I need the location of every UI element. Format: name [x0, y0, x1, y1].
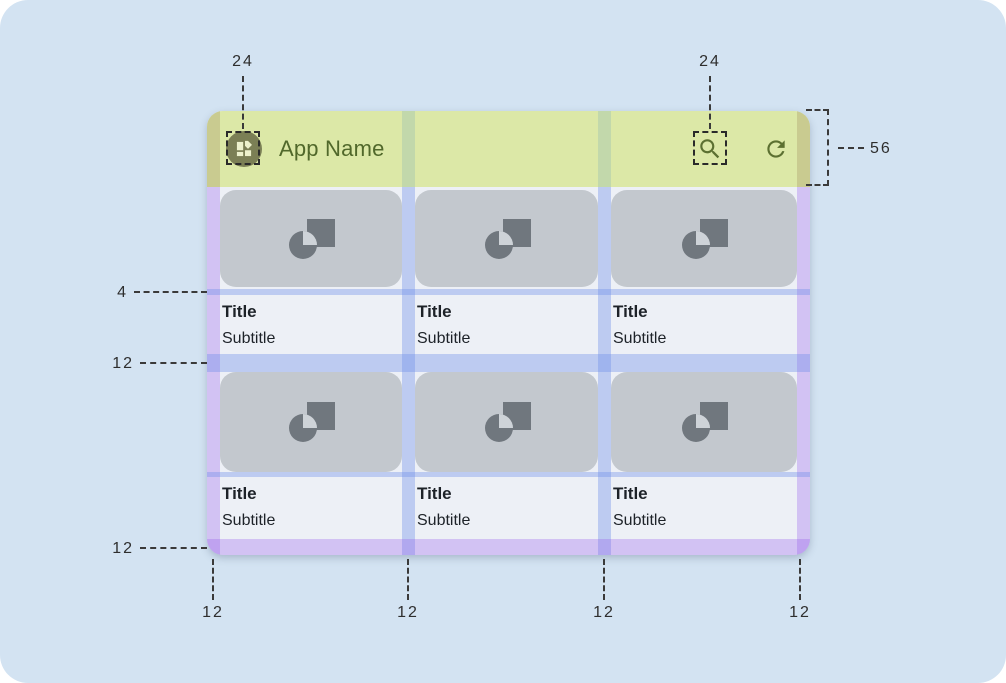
search-icon [700, 139, 720, 159]
bottom-margin-overlay [207, 539, 810, 555]
dim-label-right-margin: 12 [789, 604, 811, 621]
card-title: Title [613, 484, 648, 503]
app-logo-button[interactable] [226, 131, 262, 167]
app-mockup: App Name [207, 111, 810, 555]
card-text[interactable]: Title Subtitle [415, 295, 598, 354]
card-image[interactable] [611, 190, 797, 287]
app-title: App Name [279, 136, 385, 161]
card-subtitle: Subtitle [222, 330, 276, 347]
card-text[interactable]: Title Subtitle [611, 477, 797, 539]
apps-icon [236, 140, 252, 157]
card-text[interactable]: Title Subtitle [220, 295, 402, 354]
card-title: Title [613, 302, 648, 321]
card-subtitle: Subtitle [613, 512, 667, 529]
card-subtitle: Subtitle [222, 512, 276, 529]
card-subtitle: Subtitle [613, 330, 667, 347]
refresh-button[interactable] [762, 135, 790, 163]
image-placeholder-icon [289, 402, 335, 442]
dim-line-bottom-margin [140, 547, 207, 549]
search-button[interactable] [696, 135, 724, 163]
right-margin-overlay [797, 187, 810, 555]
dim-line-row-gap [140, 362, 207, 364]
dim-label-row-gap: 12 [112, 355, 134, 372]
card-image[interactable] [220, 190, 402, 287]
row-gap-overlay [207, 354, 810, 372]
dim-label-appbar-height: 56 [870, 140, 892, 157]
dim-line-gutter-1 [407, 559, 409, 600]
card-subtitle: Subtitle [417, 512, 471, 529]
card-title: Title [417, 302, 452, 321]
dim-bracket-top [806, 109, 829, 111]
card-text[interactable]: Title Subtitle [415, 477, 598, 539]
dim-line-trailing-icon [709, 76, 711, 129]
card-image[interactable] [220, 372, 402, 472]
card-title: Title [222, 484, 257, 503]
keyline-box-search-icon [693, 131, 727, 165]
dim-bracket-side [827, 109, 829, 186]
dim-label-leading-icon: 24 [232, 53, 254, 70]
card-image[interactable] [415, 190, 598, 287]
image-placeholder-icon [484, 218, 531, 259]
refresh-icon [767, 140, 785, 158]
dim-line-leading-icon [242, 76, 244, 129]
gutter-overlay-1 [402, 187, 415, 555]
dim-label-gutter-2: 12 [593, 604, 615, 621]
left-margin-overlay [207, 187, 220, 555]
card-image[interactable] [611, 372, 797, 472]
image-placeholder-icon [484, 402, 531, 442]
image-placeholder-icon [682, 218, 728, 259]
dim-leader-appbar-height [838, 147, 864, 149]
dim-label-bottom-margin: 12 [112, 540, 134, 557]
gutter-overlay-2 [598, 187, 611, 555]
card-subtitle: Subtitle [417, 330, 471, 347]
image-placeholder-icon [682, 402, 728, 442]
card-text[interactable]: Title Subtitle [611, 295, 797, 354]
dim-label-image-text-gap: 4 [117, 284, 128, 301]
image-placeholder-icon [289, 218, 335, 259]
dim-bracket-bottom [806, 184, 829, 186]
dim-label-left-margin: 12 [202, 604, 224, 621]
card-title: Title [417, 484, 452, 503]
dim-line-gutter-2 [603, 559, 605, 600]
dim-label-trailing-icon: 24 [699, 53, 721, 70]
card-image[interactable] [415, 372, 598, 472]
dim-line-left-margin [212, 559, 214, 600]
dim-label-gutter-1: 12 [397, 604, 419, 621]
dim-line-image-text-gap [134, 291, 207, 293]
dim-line-right-margin [799, 559, 801, 600]
keyline-box-app-icon [226, 131, 260, 165]
card-title: Title [222, 302, 257, 321]
card-text[interactable]: Title Subtitle [220, 477, 402, 539]
